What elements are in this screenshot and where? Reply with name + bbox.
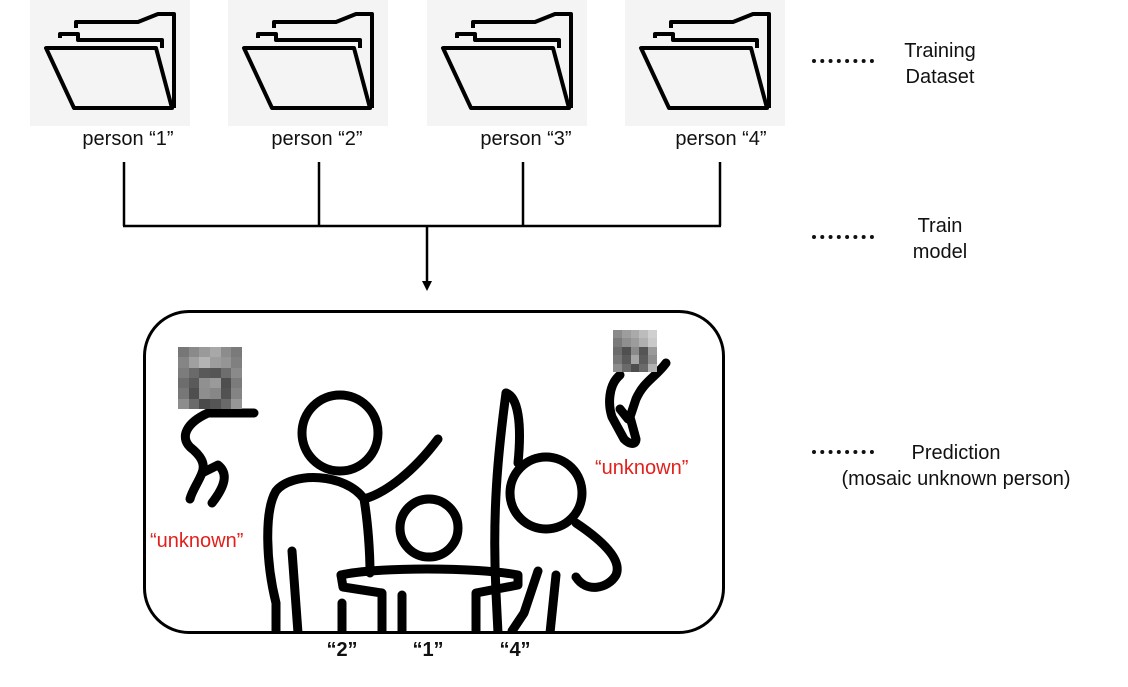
label-training-dataset: Training Dataset [890,38,990,90]
unknown-label-right: “unknown” [595,457,689,479]
folder-icon [639,12,771,110]
train-connector [122,162,722,291]
prediction-frame: “unknown” “unknown” [143,310,725,634]
label-training-line1: Training [904,40,976,62]
unknown-person-right [605,358,671,448]
folder-tile-person-1 [30,0,190,126]
person-1-figure [336,494,523,631]
identified-label-2: “2” [326,639,358,661]
mosaic-face-left [178,347,242,409]
person-label-1: person “1” [82,128,174,150]
label-prediction-line2: (mosaic unknown person) [841,468,1071,490]
identified-label-4: “4” [499,639,531,661]
label-train-model: Train model [890,213,990,265]
label-training-line2: Dataset [905,66,975,88]
folder-icon [242,12,374,110]
identified-label-1: “1” [412,639,444,661]
dots-training [812,59,874,63]
person-label-4: person “4” [675,128,767,150]
label-prediction: Prediction (mosaic unknown person) [826,440,1086,492]
label-train-line1: Train [917,215,963,237]
folder-tile-person-2 [228,0,388,126]
folder-icon [44,12,176,110]
arrow-head [422,281,432,291]
folder-tile-person-3 [427,0,587,126]
people-illustration [181,358,671,631]
person-label-2: person “2” [271,128,363,150]
label-prediction-line1: Prediction [911,442,1001,464]
person-label-3: person “3” [480,128,572,150]
mosaic-face-right [613,330,657,372]
label-train-line2: model [912,241,968,263]
folder-icon [441,12,573,110]
dots-prediction [812,450,874,454]
person-2-figure [263,390,443,631]
folder-tile-person-4 [625,0,785,126]
unknown-label-left: “unknown” [150,530,244,552]
person-4-figure [490,388,622,631]
dots-train-model [812,235,874,239]
unknown-person-left [181,408,259,508]
